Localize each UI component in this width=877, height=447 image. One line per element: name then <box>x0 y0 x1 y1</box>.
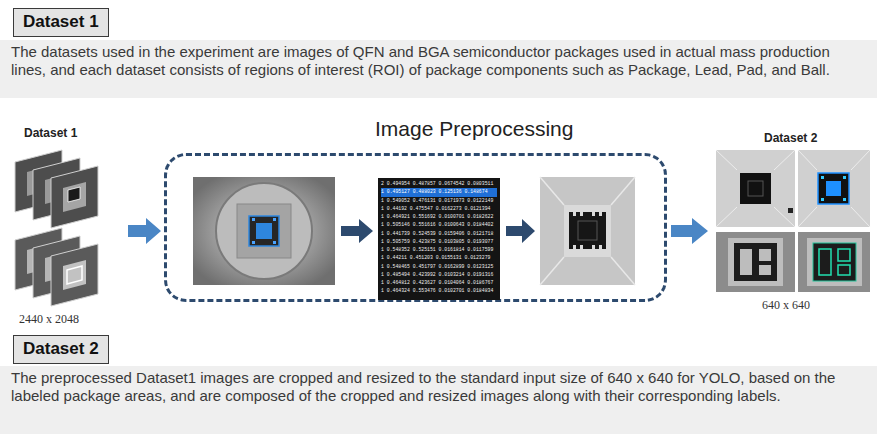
ball-pad <box>759 265 771 275</box>
mark <box>788 208 793 213</box>
ball-pad <box>740 249 752 275</box>
pyramid-edge <box>611 177 635 205</box>
image-stack <box>15 150 98 306</box>
lead-notch <box>580 245 583 249</box>
annotation-row: 1 0.505759 0.423875 0.0103805 0.0193077 <box>381 238 497 246</box>
package-area <box>807 238 862 286</box>
tile <box>716 232 795 292</box>
annotation-row: 1 0.485494 0.423992 0.0103214 0.0191316 <box>381 271 497 279</box>
bga-body <box>734 243 777 281</box>
lead-notch <box>592 212 595 216</box>
image-ground <box>540 177 635 285</box>
cropped-image <box>540 177 635 285</box>
lead-roi <box>252 218 255 221</box>
description-panel: The preprocessed Dataset1 images are cro… <box>0 366 877 434</box>
node-text: Image Preprocessing <box>375 116 573 142</box>
pyramid-edge <box>540 177 564 205</box>
image-caption: Dataset 2 <box>764 131 817 145</box>
annotation-row: 1 0.464812 0.423627 0.0104064 0.0186767 <box>381 279 497 287</box>
ball-roi <box>838 265 850 275</box>
package-chip <box>68 187 80 202</box>
pyramid-edge <box>798 207 817 227</box>
package-area <box>728 238 783 286</box>
dimension-label: 640 x 640 <box>762 298 810 313</box>
image-ground <box>193 177 335 285</box>
package-body <box>237 204 291 258</box>
annotation-row: 1 0.548465 0.451797 0.0162899 0.0123125 <box>381 263 497 271</box>
flow-arrow <box>671 218 708 244</box>
annotation-row: 1 0.441739 0.524539 0.0159406 0.0121718 <box>381 230 497 238</box>
lead-roi <box>252 241 255 244</box>
ball-pad <box>759 249 771 261</box>
step-arrow <box>506 219 535 243</box>
die-pad <box>578 221 597 240</box>
pyramid-edge <box>798 150 817 170</box>
tile <box>798 150 870 227</box>
node-text: The preprocessed Dataset1 images are cro… <box>11 369 866 405</box>
annotation-table: 2 0.494954 0.487857 0.0674542 0.08035111… <box>378 178 500 300</box>
node-text: The datasets used in the experiment are … <box>11 43 866 79</box>
lead-roi <box>273 218 276 221</box>
lead-roi <box>843 198 846 201</box>
output-tiles <box>716 150 870 292</box>
pyramid-edge <box>774 207 795 227</box>
package-chip <box>249 216 279 246</box>
description-panel: The datasets used in the experiment are … <box>0 40 877 98</box>
lead-notch <box>592 245 595 249</box>
tile <box>716 150 795 227</box>
lens-ring <box>216 183 312 279</box>
dimension-label: 2440 x 2048 <box>19 312 79 327</box>
package-chip <box>818 173 849 204</box>
lead-roi <box>821 198 824 201</box>
bga-body <box>813 243 856 281</box>
raw-image-roi <box>63 260 86 290</box>
pyramid-edge <box>716 150 737 170</box>
step-arrow <box>341 219 373 243</box>
annotation-row: 1 0.495127 0.488023 0.125136 0.148674 <box>381 188 497 196</box>
ball-roi <box>838 249 850 261</box>
raw-image <box>51 244 98 306</box>
raw-image-roi <box>63 182 86 212</box>
raw-image <box>51 166 98 228</box>
pyramid-edge <box>851 150 870 170</box>
tile <box>798 232 870 292</box>
pyramid-edge <box>611 257 635 285</box>
pyramid-edge <box>716 207 737 227</box>
annotation-row: 1 0.464921 0.551692 0.0100701 0.0182622 <box>381 213 497 221</box>
lead-notch <box>599 212 602 216</box>
flow-arrow <box>128 218 161 244</box>
section-tag: Dataset 1 <box>13 8 109 37</box>
lead-roi <box>821 176 824 179</box>
package-area <box>564 205 611 257</box>
ball-roi <box>819 249 831 275</box>
annotation-row: 1 0.549052 0.476131 0.0171973 0.0122149 <box>381 197 497 205</box>
annotation-row: 1 0.44192 0.475547 0.0162273 0.0121394 <box>381 205 497 213</box>
annotation-row: 2 0.494954 0.487857 0.0674542 0.0803511 <box>381 180 497 188</box>
pyramid-edge <box>540 257 564 285</box>
lead-notch <box>573 245 576 249</box>
annotation-row: 1 0.505146 0.551616 0.0100643 0.0184402 <box>381 221 497 229</box>
package-chip <box>569 212 606 249</box>
lead-notch <box>573 212 576 216</box>
annotation-row: 1 0.548352 0.525151 0.0161814 0.0117599 <box>381 246 497 254</box>
annotation-row: 1 0.44211 0.451203 0.0155131 0.0123279 <box>381 254 497 262</box>
input-image <box>193 177 335 285</box>
image-caption: Dataset 1 <box>24 126 77 140</box>
pyramid-edge <box>851 207 870 227</box>
pad-roi <box>826 181 841 196</box>
lead-notch <box>599 245 602 249</box>
die-pad <box>748 181 763 196</box>
lead-roi <box>273 241 276 244</box>
package-ring <box>67 266 82 284</box>
pyramid-edge <box>774 150 795 170</box>
lead-notch <box>580 212 583 216</box>
lead-roi <box>843 176 846 179</box>
node-text: Dataset 2 <box>23 338 99 360</box>
section-tag: Dataset 2 <box>13 335 109 364</box>
node-text: Dataset 1 <box>23 11 99 33</box>
annotation-row: 1 0.464324 0.553476 0.0102701 0.0184834 <box>381 287 497 295</box>
pad-roi <box>256 223 272 239</box>
package-chip <box>740 173 771 204</box>
